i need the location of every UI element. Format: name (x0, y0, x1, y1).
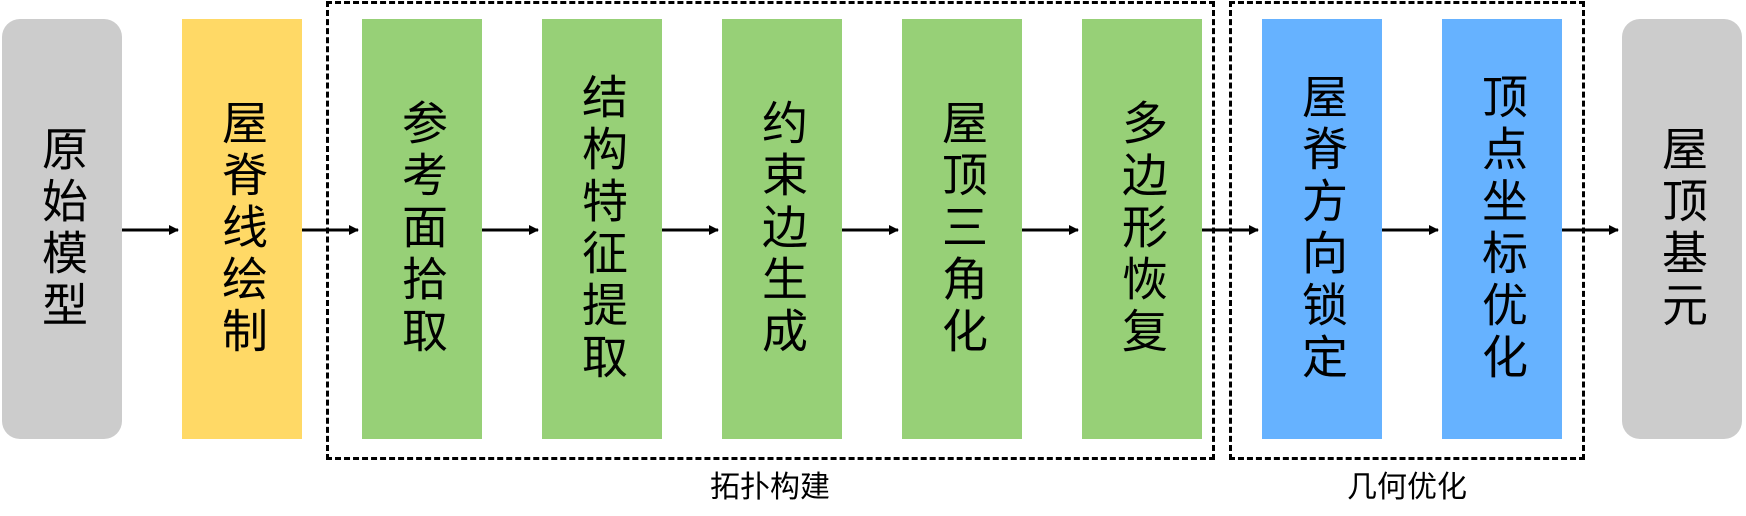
node-original-model: 原始模型 (2, 19, 122, 439)
node-label: 约束边生成 (755, 99, 809, 359)
node-ridge-line-drawing: 屋脊线绘制 (182, 19, 302, 439)
node-label: 屋脊线绘制 (215, 99, 269, 359)
node-roof-primitive: 屋顶基元 (1622, 19, 1742, 439)
group-label-geometry: 几何优化 (1347, 470, 1467, 505)
node-constraint-edge-generation: 约束边生成 (722, 19, 842, 439)
node-label: 多边形恢复 (1115, 99, 1169, 359)
node-label: 顶点坐标优化 (1475, 73, 1529, 385)
node-label: 原始模型 (35, 125, 89, 333)
node-polygon-recovery: 多边形恢复 (1082, 19, 1202, 439)
node-vertex-coordinate-optimization: 顶点坐标优化 (1442, 19, 1562, 439)
node-label: 屋顶基元 (1655, 125, 1709, 333)
node-label: 屋脊方向锁定 (1295, 73, 1349, 385)
node-roof-triangulation: 屋顶三角化 (902, 19, 1022, 439)
node-label: 参考面拾取 (395, 99, 449, 359)
node-label: 结构特征提取 (575, 73, 629, 385)
node-reference-plane-picking: 参考面拾取 (362, 19, 482, 439)
group-label-topology: 拓扑构建 (710, 470, 830, 505)
node-structural-feature-extraction: 结构特征提取 (542, 19, 662, 439)
node-label: 屋顶三角化 (935, 99, 989, 359)
node-ridge-direction-lock: 屋脊方向锁定 (1262, 19, 1382, 439)
